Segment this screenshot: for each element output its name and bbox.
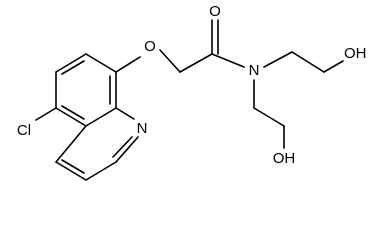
bond-c4-c4a xyxy=(55,125,87,163)
bond-c3-c4 xyxy=(55,161,87,181)
bond-c8-c7 xyxy=(85,53,117,73)
double-bond-c7-c6 xyxy=(61,60,85,75)
double-bond-c5-c4a xyxy=(61,105,85,120)
bond-c7-c6 xyxy=(55,53,87,73)
double-bond-n1-c2 xyxy=(112,136,133,158)
bond-ch2-ch2-bottom xyxy=(253,107,285,127)
quinoline-benzene-ring xyxy=(55,53,117,127)
quinoline-pyridine-ring xyxy=(55,107,139,181)
atom-label-hydroxyl-bottom: OH xyxy=(273,150,296,167)
bond-ch2-ch2-top xyxy=(291,51,325,73)
bond-c5-c4a xyxy=(55,107,87,127)
bond-n1-c2 xyxy=(115,136,139,163)
bond-n-ch2-top xyxy=(263,51,293,68)
atom-label-hydroxyl-top: OH xyxy=(344,45,367,62)
chemical-structure: O O N OH OH Cl N xyxy=(17,3,367,181)
bond-c8a-n1 xyxy=(115,107,135,120)
atom-label-ring-nitrogen: N xyxy=(137,120,148,137)
bond-c4a-c8a xyxy=(85,107,117,127)
atom-label-chlorine: Cl xyxy=(17,122,31,139)
bond-ch2-oh-top xyxy=(323,60,344,73)
bond-carbonyl-n xyxy=(211,53,245,68)
bond-ch2-carbonyl xyxy=(179,53,213,73)
atom-label-carbonyl-oxygen: O xyxy=(209,3,221,20)
atom-label-amide-nitrogen: N xyxy=(249,62,260,79)
bond-c6-cl xyxy=(35,107,57,121)
double-bond-c3-c4 xyxy=(61,159,85,174)
bond-c2-c3 xyxy=(85,161,117,181)
atom-label-ether-oxygen: O xyxy=(144,38,156,55)
bond-o-ch2 xyxy=(159,49,181,73)
bond-c8-o xyxy=(115,56,141,73)
